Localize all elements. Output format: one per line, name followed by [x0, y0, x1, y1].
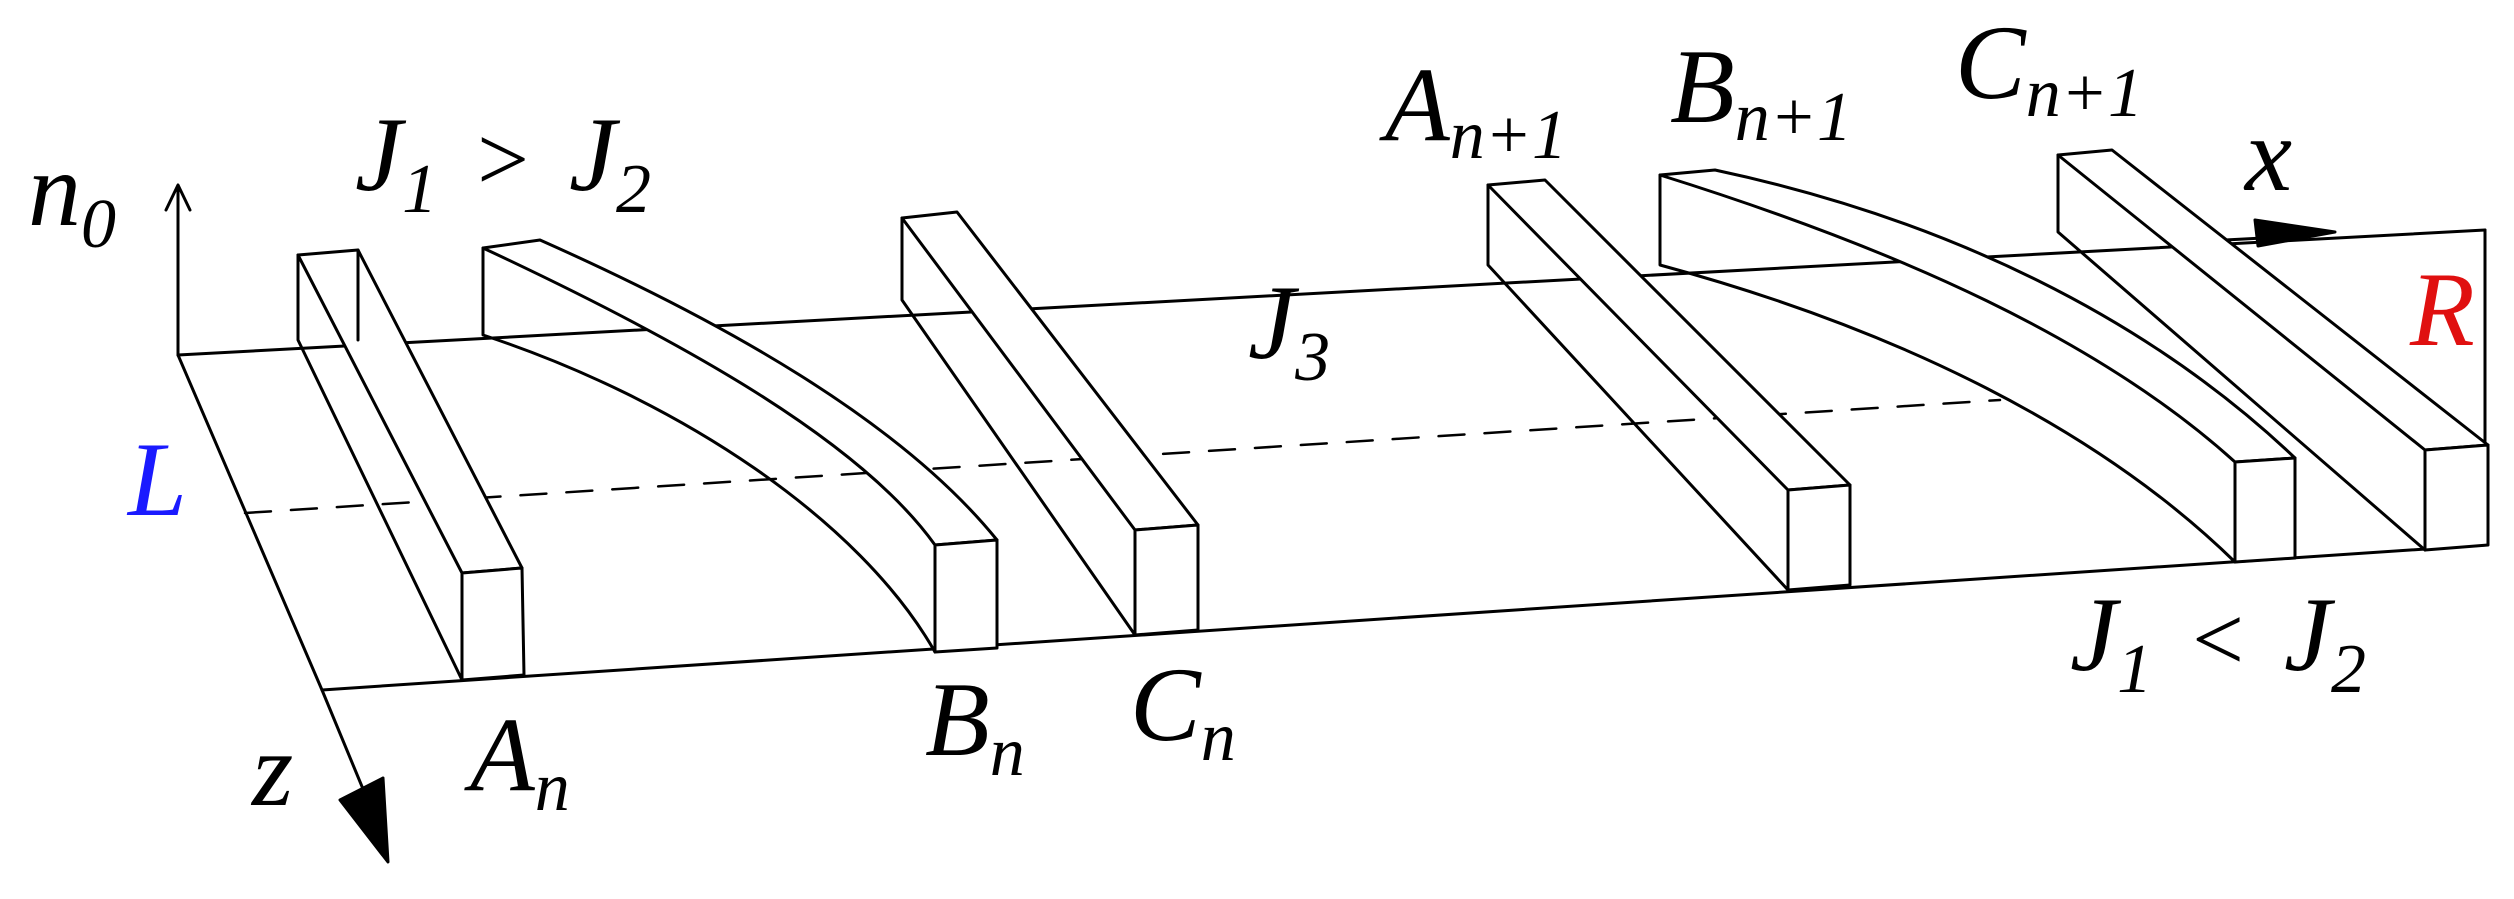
waveguide-A-n — [296, 248, 526, 682]
n0-axis-arrowhead — [164, 183, 192, 212]
right-relation: J1<J2 — [2070, 576, 2366, 708]
x-axis-arrowhead — [2253, 218, 2337, 248]
z-axis-label: z — [250, 711, 293, 828]
plane-front-edge — [320, 543, 2487, 692]
waveguide-B-n — [481, 238, 999, 654]
label-C-n1: Cn+1 — [1955, 4, 2143, 132]
x-axis-label: x — [2243, 96, 2292, 213]
waveguide-C-n1 — [2056, 148, 2490, 552]
left-edge-label: L — [126, 421, 187, 538]
label-A-n1: An+1 — [1379, 46, 1567, 174]
coupling-J3-label: J3 — [1248, 264, 1330, 396]
z-axis-arrowhead — [338, 776, 390, 864]
right-edge-label: R — [2409, 251, 2475, 368]
waveguide-B-n1 — [1658, 168, 2297, 564]
label-B-n: Bn — [925, 661, 1025, 791]
waveguide-C-n — [900, 210, 1200, 637]
label-B-n1: Bn+1 — [1670, 28, 1852, 156]
plane-back-edge — [176, 228, 2487, 357]
label-A-n: An — [464, 696, 570, 826]
waveguide-A-n1 — [1486, 178, 1852, 592]
label-C-n: Cn — [1130, 646, 1236, 776]
plane-left-edge — [176, 353, 324, 692]
left-relation: J1>J2 — [355, 96, 651, 228]
n0-axis-label: n0 — [28, 131, 116, 263]
